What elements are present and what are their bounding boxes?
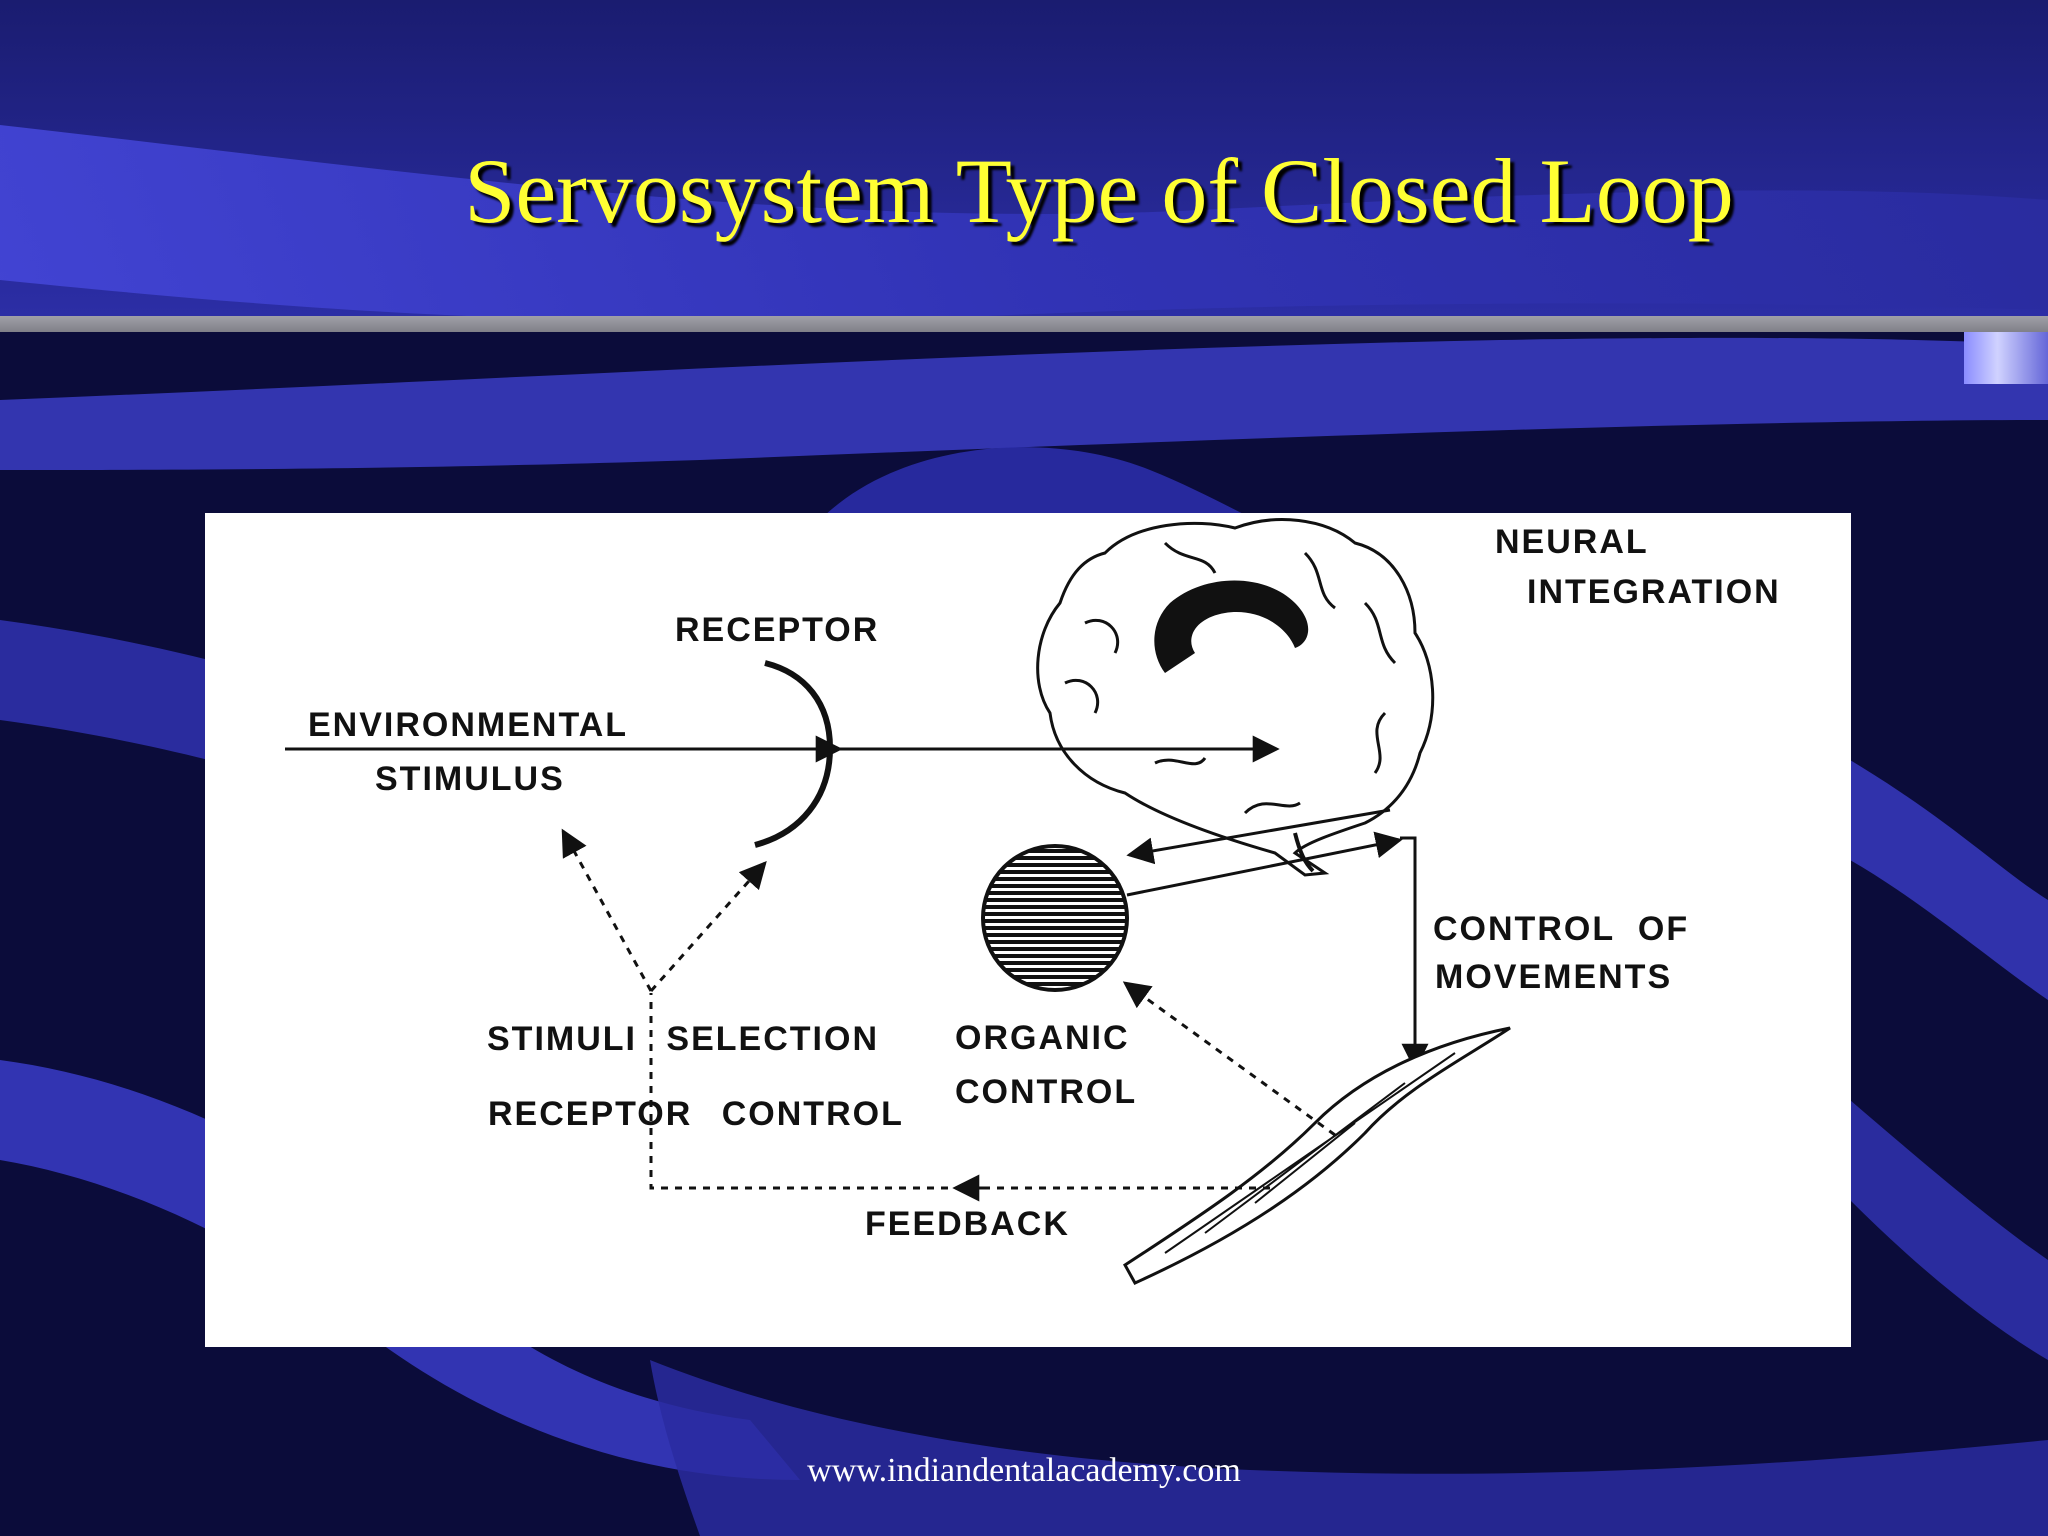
diagram-panel: NEURAL INTEGRATION RECEPTOR ENVIRONMENTA…	[205, 513, 1851, 1347]
feedback-loop-line	[649, 993, 1270, 1190]
selection-to-stimulus-arrow	[561, 828, 653, 992]
control-of-movements-arrow	[1400, 836, 1429, 1071]
label-receptor: RECEPTOR	[675, 611, 880, 649]
brain-core-icon	[1154, 580, 1309, 673]
label-feedback: FEEDBACK	[865, 1205, 1070, 1243]
muscle-to-organ-arrow	[1122, 981, 1336, 1137]
label-movements: MOVEMENTS	[1435, 958, 1673, 996]
corner-accent	[1964, 332, 2048, 384]
organ-sphere-icon	[981, 844, 1129, 992]
ribbon-bottom	[650, 1360, 2048, 1536]
label-organic: ORGANIC	[955, 1019, 1130, 1057]
label-control-of: CONTROL OF	[1433, 910, 1690, 948]
ribbon-right	[1850, 760, 2048, 1000]
servo-loop-diagram	[285, 518, 1511, 1285]
title-divider	[0, 316, 2048, 332]
receptor-arc-icon	[754, 660, 834, 848]
label-stimulus: STIMULUS	[375, 760, 565, 798]
label-stimuli-selection: STIMULI SELECTION	[487, 1020, 879, 1058]
ribbon-right-lower	[1850, 1100, 2048, 1360]
selection-to-receptor-arrow	[649, 860, 767, 992]
organ-to-brain-arrow	[1126, 831, 1403, 897]
label-neural-1: NEURAL	[1495, 523, 1649, 561]
label-receptor-control: RECEPTOR CONTROL	[488, 1095, 904, 1133]
brain-to-organ-arrow	[1126, 808, 1391, 865]
label-neural-2: INTEGRATION	[1527, 573, 1781, 611]
label-organic-control: CONTROL	[955, 1073, 1138, 1111]
footer-url: www.indiandentalacademy.com	[807, 1452, 1241, 1489]
muscle-icon	[1123, 1026, 1511, 1285]
slide-title: Servosystem Type of Closed Loop	[464, 140, 1734, 242]
label-environmental: ENVIRONMENTAL	[308, 706, 629, 744]
ribbon-top	[0, 125, 2048, 322]
ribbon-upper	[0, 337, 2048, 470]
brain-icon	[1036, 518, 1435, 877]
